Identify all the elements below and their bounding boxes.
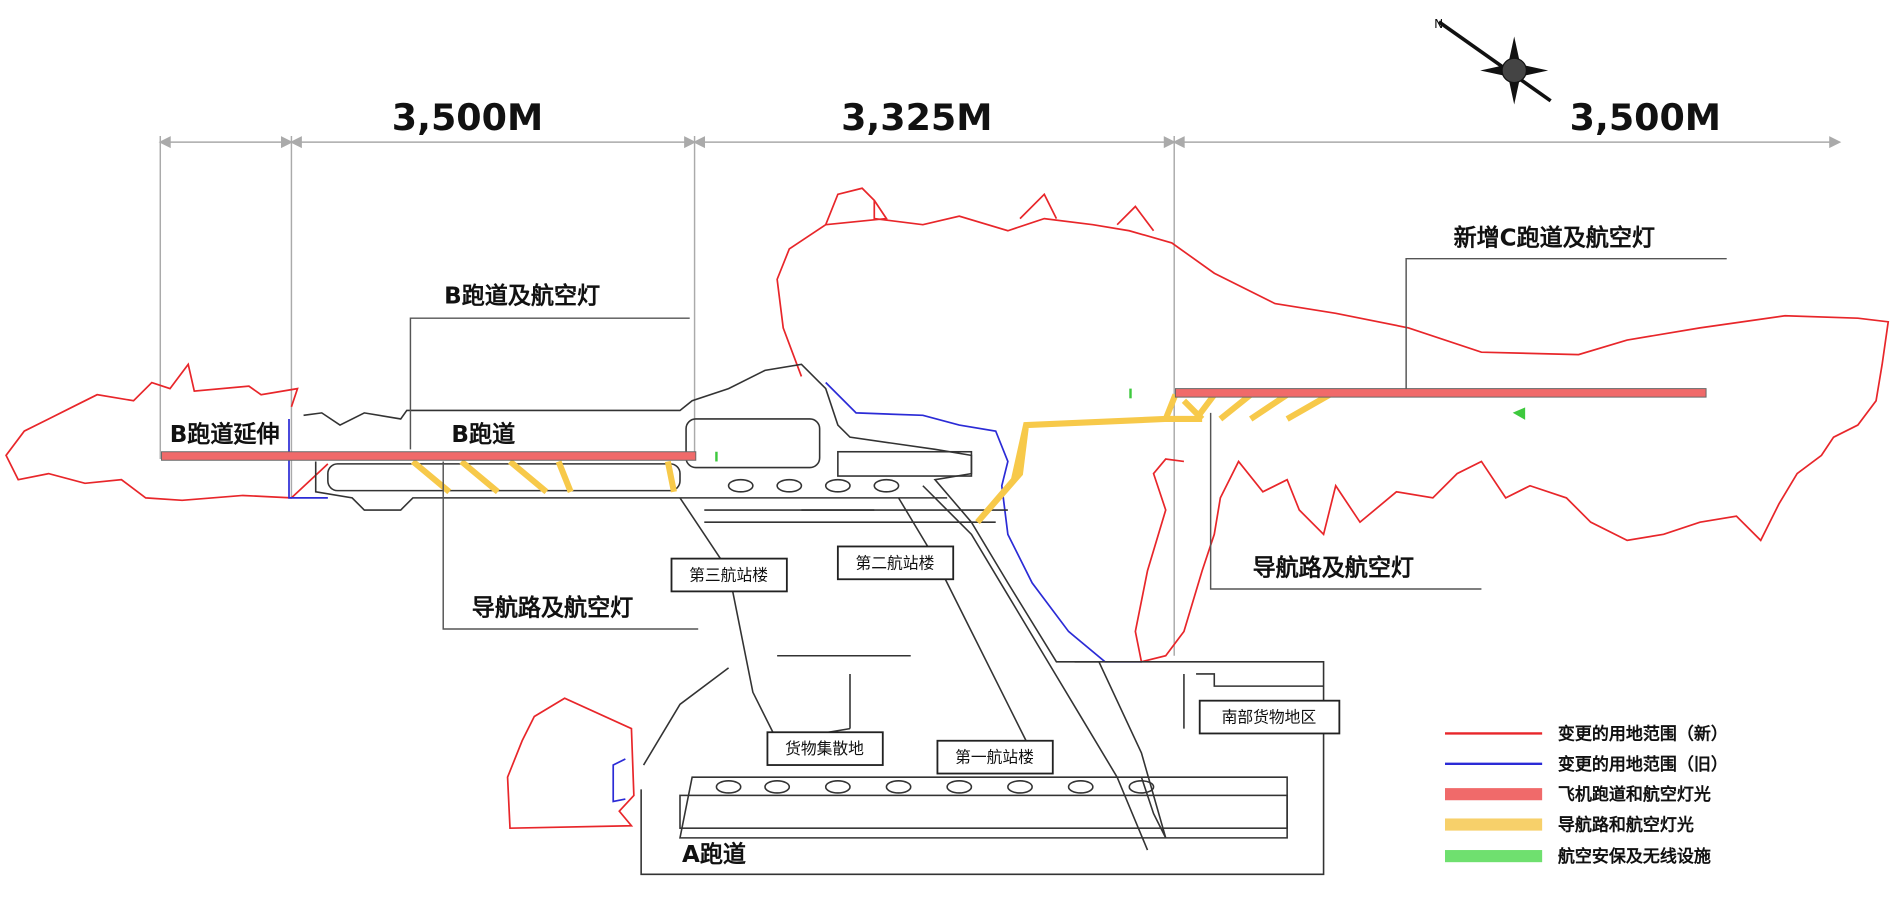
legend: 变更的用地范围（新） 变更的用地范围（旧） 飞机跑道和航空灯光 导航路和航空灯光… [1445,724,1728,867]
label-a-runway: A跑道 [682,841,746,868]
legend-label-taxiway: 导航路和航空灯光 [1558,815,1694,836]
legend-swatch-security [1445,850,1543,863]
south-cargo-label: 南部货物地区 [1222,708,1317,727]
terminal-1-box: 第一航站楼 [936,739,1054,775]
label-taxiway-right: 导航路及航空灯 [1253,555,1414,582]
dimension-b-length: 3,500M [392,96,543,139]
compass-north-letter: N [1434,17,1443,31]
legend-label-new-boundary: 变更的用地范围（新） [1558,724,1728,745]
label-b-runway: B跑道 [451,421,515,448]
dimension-middle-length: 3,325M [841,96,992,139]
compass-rose-icon: N [1434,17,1552,105]
leader-lines [409,257,1727,630]
new-land-boundary [5,187,1890,830]
label-b-runway-lights: B跑道及航空灯 [444,283,600,310]
terminal-1-label: 第一航站楼 [955,748,1034,767]
cargo-hub-box: 货物集散地 [766,731,884,766]
south-cargo-box: 南部货物地区 [1198,699,1341,735]
label-taxiway-left: 导航路及航空灯 [472,595,633,622]
airport-facilities-outline [303,363,1325,876]
runway-b [161,451,697,461]
terminal-3-label: 第三航站楼 [689,565,768,584]
legend-label-runway: 飞机跑道和航空灯光 [1558,784,1711,805]
cargo-hub-label: 货物集散地 [785,739,864,758]
terminal-2-box: 第二航站楼 [836,545,955,581]
label-c-runway-lights: 新增C跑道及航空灯 [1454,224,1655,251]
dimension-c-length: 3,500M [1570,96,1721,139]
legend-swatch-taxiway [1445,818,1543,831]
runway-c [1174,388,1707,398]
legend-swatch-runway [1445,788,1543,801]
label-b-runway-extension: B跑道延伸 [170,421,280,448]
taxiways-lights [410,392,1332,525]
terminal-3-box: 第三航站楼 [670,557,788,593]
legend-label-old-boundary: 变更的用地范围（旧） [1558,754,1728,775]
security-radio-facilities [715,388,1526,462]
terminal-2-label: 第二航站楼 [856,553,935,572]
legend-label-security: 航空安保及无线设施 [1558,846,1711,867]
old-land-boundary [288,381,1142,803]
